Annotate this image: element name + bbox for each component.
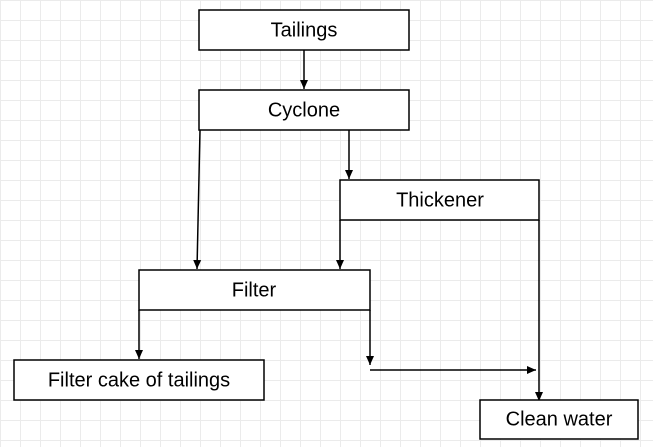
node-label: Tailings <box>271 19 338 41</box>
node-label: Clean water <box>506 408 613 430</box>
node-box <box>339 179 540 221</box>
node-box <box>138 269 371 311</box>
node-label: Filter cake of tailings <box>48 369 230 391</box>
edge-cyclone-to-filter <box>193 129 202 270</box>
edges <box>135 50 543 401</box>
node-filter: Filter <box>138 269 371 311</box>
node-filter-cake: Filter cake of tailings <box>13 359 265 401</box>
node-tailings: Tailings <box>198 9 410 51</box>
node-label: Filter <box>232 279 277 301</box>
node-thickener: Thickener <box>339 179 540 221</box>
node-box <box>198 89 410 131</box>
node-box <box>13 359 265 401</box>
node-cyclone: Cyclone <box>198 89 410 131</box>
node-label: Thickener <box>396 189 484 211</box>
node-label: Cyclone <box>268 99 340 121</box>
node-clean-water: Clean water <box>479 399 639 440</box>
node-box <box>198 9 410 51</box>
node-box <box>479 399 639 440</box>
